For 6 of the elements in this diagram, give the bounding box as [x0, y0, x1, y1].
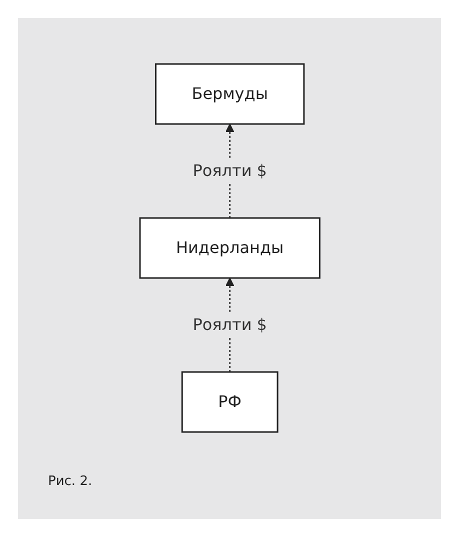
edge-label: Роялти $ [192, 315, 267, 334]
node-box: Нидерланды [138, 217, 320, 279]
edge-label: Роялти $ [192, 161, 267, 180]
node-box: РФ [181, 371, 278, 433]
node-box: Бермуды [154, 63, 304, 125]
figure-caption: Рис. 2. [48, 474, 92, 489]
